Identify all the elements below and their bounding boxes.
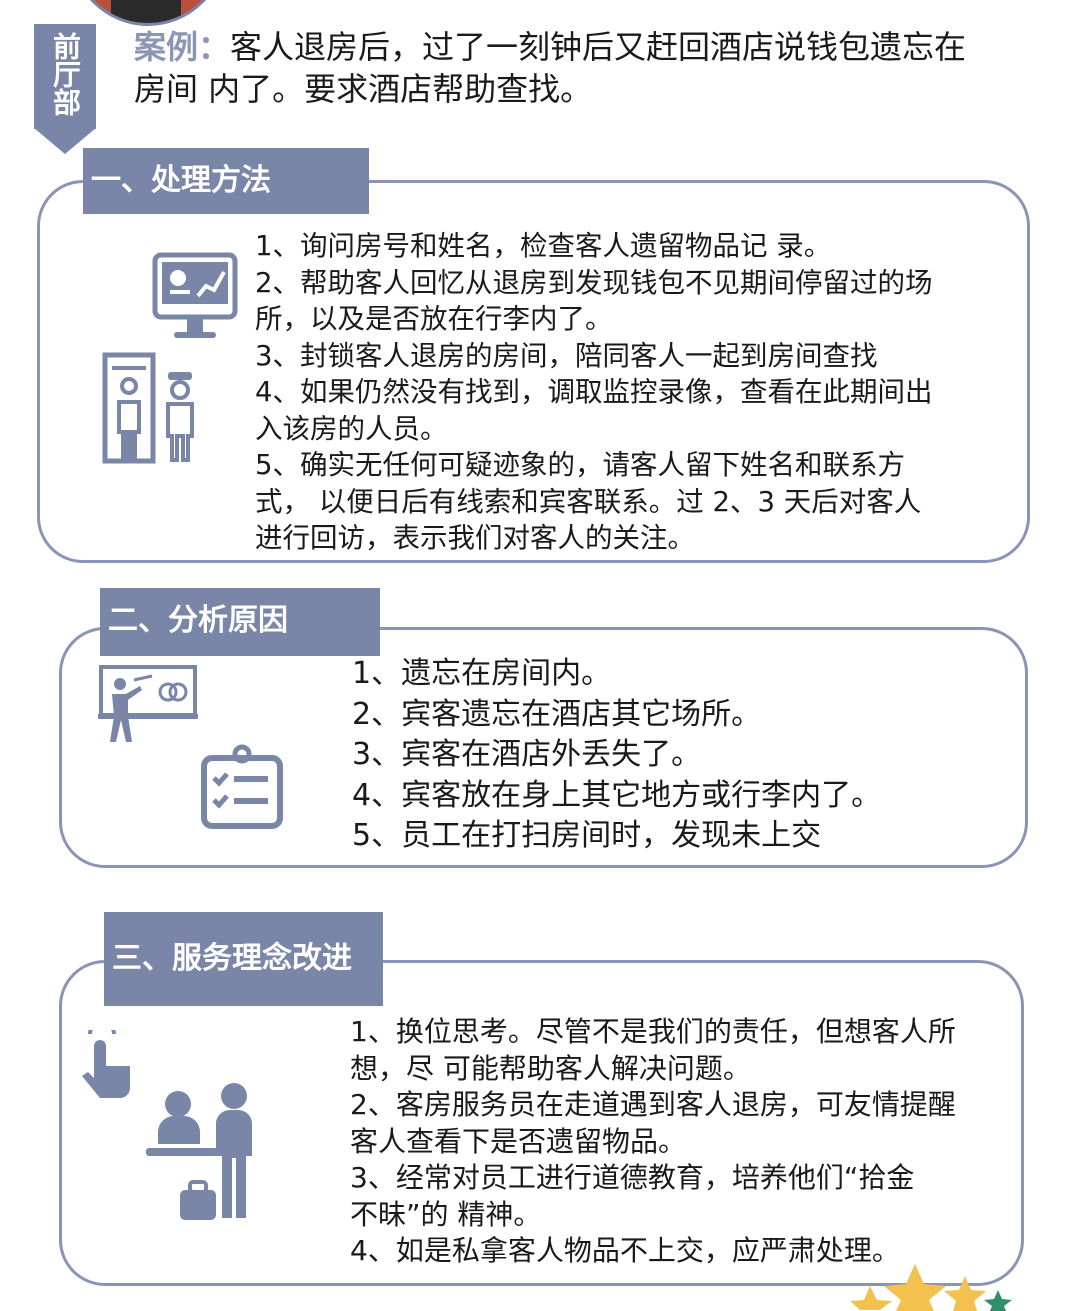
case-label: 案例： — [134, 28, 231, 66]
list-item: 5、员工在打扫房间时，发现未上交 — [352, 818, 822, 853]
list-item: 2、客房服务员在走道遇到客人退房，可友情提醒 — [350, 1088, 956, 1121]
list-item: 1、询问房号和姓名，检查客人遗留物品记 录。 — [255, 230, 832, 262]
list-item: 不昧”的 精神。 — [350, 1197, 542, 1231]
list-item: 式， 以便日后有线索和宾客联系。过 2、3 天后对客人 — [255, 485, 922, 518]
list-item: 想，尽 可能帮助客人解决问题。 — [350, 1051, 751, 1085]
stars-icon — [850, 1256, 1020, 1311]
section-analysis-title: 二、分析原因 — [100, 588, 380, 656]
checklist-icon — [200, 744, 284, 830]
list-item: 客人查看下是否遗留物品。 — [350, 1124, 687, 1158]
tap-hand-icon — [80, 1030, 134, 1100]
list-item: 3、宾客在酒店外丢失了。 — [352, 737, 702, 772]
list-item: 1、遗忘在房间内。 — [352, 656, 612, 691]
list-item: 所，以及是否放在行李内了。 — [255, 303, 613, 335]
list-item: 3、经常对员工进行道德教育，培养他们“拾金 — [350, 1161, 915, 1194]
list-item: 1、换位思考。尽管不是我们的责任，但想客人所 — [350, 1015, 956, 1048]
list-item: 2、宾客遗忘在酒店其它场所。 — [352, 696, 762, 732]
list-item: 4、如是私拿客人物品不上交，应严肃处理。 — [350, 1234, 900, 1267]
list-item: 4、如果仍然没有找到，调取监控录像，查看在此期间出 — [255, 376, 933, 408]
case-line-2: 房间 内了。要求酒店帮助查找。 — [134, 70, 593, 108]
list-item: 入该房的人员。 — [255, 412, 448, 445]
department-ribbon: 前厅部 — [34, 24, 96, 129]
case-line-1: 客人退房后，过了一刻钟后又赶回酒店说钱包遗忘在 — [230, 28, 967, 66]
case-statement: 案例：客人退房后，过了一刻钟后又赶回酒店说钱包遗忘在 房间 内了。要求酒店帮助查… — [134, 26, 1044, 110]
list-item: 3、封锁客人退房的房间，陪同客人一起到房间查找 — [255, 339, 878, 372]
section-analysis-list: 1、遗忘在房间内。 2、宾客遗忘在酒店其它场所。 3、宾客在酒店外丢失了。 4、… — [352, 654, 881, 857]
section-handling-title: 一、处理方法 — [83, 148, 369, 214]
avatar — [70, 0, 226, 26]
security-gate-icon — [102, 352, 202, 464]
list-item: 5、确实无任何可疑迹象的，请客人留下姓名和联系方 — [255, 449, 905, 481]
section-handling-list: 1、询问房号和姓名，检查客人遗留物品记 录。 2、帮助客人回忆从退房到发现钱包不… — [255, 228, 933, 557]
list-item: 进行回访，表示我们对客人的关注。 — [255, 522, 695, 554]
presenter-icon — [98, 664, 198, 750]
monitor-chart-icon — [152, 252, 238, 346]
section-improvement-list: 1、换位思考。尽管不是我们的责任，但想客人所 想，尽 可能帮助客人解决问题。 2… — [350, 1014, 956, 1270]
section-improvement-title: 三、服务理念改进 — [104, 912, 383, 1006]
section-handling-box — [37, 180, 1030, 563]
reception-desk-icon — [146, 1082, 258, 1222]
list-item: 4、宾客放在身上其它地方或行李内了。 — [352, 777, 882, 813]
list-item: 2、帮助客人回忆从退房到发现钱包不见期间停留过的场 — [255, 266, 933, 299]
